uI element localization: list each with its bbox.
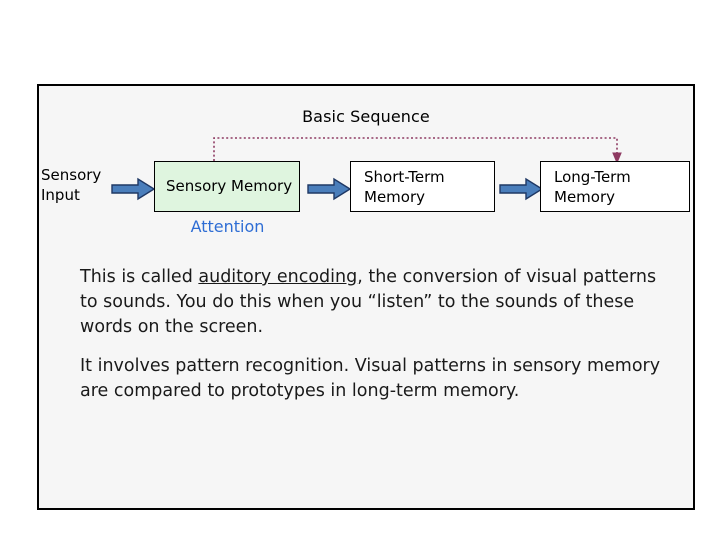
sensory-input-label: Sensory Input (41, 165, 113, 205)
memory-model-diagram: Basic Sequence Sensory Input Sensory Mem… (39, 86, 693, 246)
slide-frame: Basic Sequence Sensory Input Sensory Mem… (37, 84, 695, 510)
body-paragraph-1: This is called auditory encoding, the co… (80, 265, 670, 340)
box-sensory-memory-line1: Sensory Memory (166, 177, 293, 195)
sensory-input-line1: Sensory (41, 166, 102, 184)
auditory-encoding-term: auditory encoding (198, 267, 358, 287)
box-sensory-memory[interactable]: Sensory Memory (154, 161, 300, 212)
box-long-term-memory[interactable]: Long-Term Memory (540, 161, 690, 212)
box-short-term-memory[interactable]: Short-Term Memory (350, 161, 495, 212)
body-paragraph-1-suffix: , the conversion of visual patterns to s… (80, 267, 657, 337)
sensory-input-line2: Input (41, 186, 80, 204)
box-short-term-memory-line1: Short-Term (364, 168, 445, 186)
flow-arrow-sensory-to-short-term-icon (307, 177, 351, 201)
body-paragraph-2: It involves pattern recognition. Visual … (80, 356, 661, 401)
attention-label: Attention (190, 217, 265, 236)
box-long-term-memory-line1: Long-Term (554, 168, 631, 186)
diagram-title: Basic Sequence (302, 107, 430, 126)
box-long-term-memory-line2: Memory (554, 188, 616, 206)
flow-arrow-input-to-sensory-icon (111, 177, 155, 201)
body-paragraph-1-prefix: This is called (80, 267, 199, 287)
slide-body-text: This is called auditory encoding, the co… (80, 265, 670, 404)
flow-arrow-short-term-to-long-term-icon (499, 177, 543, 201)
box-short-term-memory-line2: Memory (364, 188, 426, 206)
